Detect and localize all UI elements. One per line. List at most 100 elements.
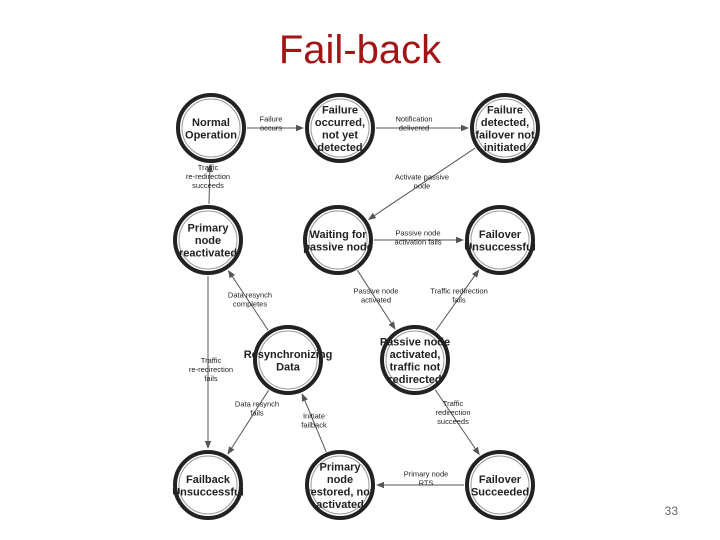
transition-arrow-traffic_redirection_succeeds_bottom: [434, 389, 480, 456]
state-circle: [470, 93, 540, 163]
state-label-line: Data: [276, 361, 301, 373]
state-label-line: activated: [316, 499, 364, 511]
transition-label-line: Passive node: [353, 287, 398, 296]
state-label-line: initiated: [484, 142, 526, 154]
transition-label-line: fails: [250, 409, 264, 418]
transition-label-line: Passive node: [395, 229, 440, 238]
state-label-line: Succeeded: [471, 486, 529, 498]
transition-arrow-initiate_failback: [301, 393, 327, 452]
transition-label-line: activation fails: [394, 238, 441, 247]
state-label-line: passive node: [303, 241, 373, 253]
state-label-line: Failover: [479, 474, 522, 486]
state-label-line: failover not: [475, 129, 535, 141]
transition-arrow-passive_node_activated: [357, 270, 396, 330]
state-circle: [176, 93, 246, 163]
transition-arrow-activate_passive: [367, 147, 476, 220]
transition-arrow-data_resynch_completes: [227, 269, 269, 331]
state-label-line: Waiting for: [309, 229, 367, 241]
state-circle: [173, 205, 243, 275]
state-label-line: detected: [317, 142, 362, 154]
transition-label-line: re-redirection: [186, 172, 230, 181]
state-label-line: Resynchronizing: [244, 349, 333, 361]
state-label-line: traffic not: [390, 361, 441, 373]
state-label-line: Primary: [320, 461, 362, 473]
transition-label-line: Traffic: [201, 356, 222, 365]
transition-label-line: node: [414, 182, 431, 191]
transition-label-line: succeeds: [437, 417, 469, 426]
state-circle: [465, 450, 535, 520]
state-label-line: Failure: [487, 104, 523, 116]
transition-label-line: Notification: [395, 115, 432, 124]
transition-label-line: Initiate: [303, 412, 325, 421]
transition-label-line: occurs: [260, 124, 282, 133]
transition-label-line: Data resynch: [228, 291, 272, 300]
state-label-line: activated,: [390, 349, 441, 361]
page-number: 33: [664, 504, 678, 518]
state-label-line: Unsuccessful: [172, 486, 244, 498]
state-circle: [380, 325, 450, 395]
transition-label-line: failback: [301, 421, 327, 430]
transition-label-line: re-redirection: [189, 365, 233, 374]
state-circle: [253, 325, 323, 395]
state-label-line: detected,: [481, 117, 529, 129]
transition-arrow-traffic_redirection_fails: [435, 269, 480, 331]
transition-arrow-data_resynch_fails: [227, 390, 270, 455]
transition-label-line: fails: [452, 296, 466, 305]
state-label-line: reactivated: [179, 248, 237, 260]
transition-label-line: delivered: [399, 124, 429, 133]
transition-label-line: redirection: [435, 408, 470, 417]
transition-label-line: Failure: [260, 115, 283, 124]
transition-label-line: activated: [361, 296, 391, 305]
state-label-line: Passive node: [380, 336, 450, 348]
state-circle: [305, 450, 375, 520]
state-circle: [173, 450, 243, 520]
transition-label-line: Traffic redirection: [430, 287, 488, 296]
transition-label-line: Traffic: [443, 399, 464, 408]
transition-label-line: Traffic: [198, 163, 219, 172]
state-label-line: node: [195, 235, 221, 247]
state-label-line: occurred,: [315, 117, 365, 129]
transition-label-line: RTS: [419, 479, 434, 488]
state-label-line: not yet: [322, 129, 358, 141]
state-label-line: Failover: [479, 229, 522, 241]
state-label-line: Unsuccessful: [464, 241, 536, 253]
transition-label-line: Activate passive: [395, 173, 449, 182]
transition-label-line: Primary node: [404, 470, 449, 479]
state-label-line: Failback: [186, 474, 231, 486]
state-label-line: Normal: [192, 117, 230, 129]
state-circle: [303, 205, 373, 275]
state-label-line: Failure: [322, 104, 358, 116]
transition-label-line: succeeds: [192, 181, 224, 190]
state-label-line: Primary: [188, 223, 230, 235]
state-label-line: redirected: [388, 374, 441, 386]
transition-label-line: Data resynch: [235, 400, 279, 409]
state-circle: [305, 93, 375, 163]
state-circle: [465, 205, 535, 275]
transition-label-line: completes: [233, 300, 267, 309]
transition-label-line: fails: [204, 374, 218, 383]
state-label-line: restored, not: [306, 486, 374, 498]
